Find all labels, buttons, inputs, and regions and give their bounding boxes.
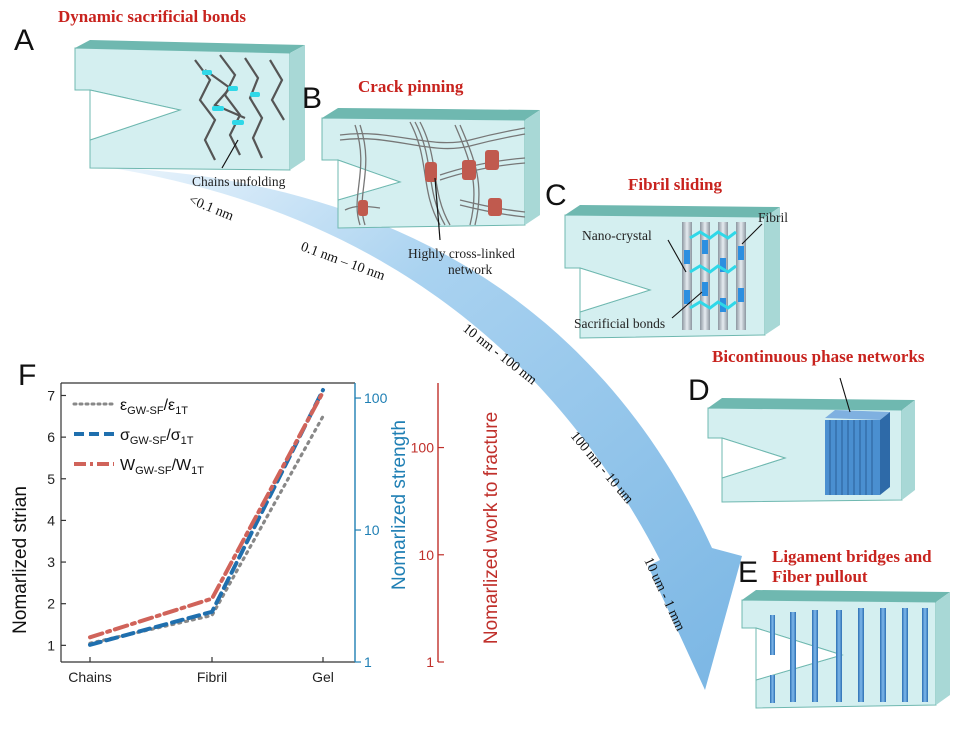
legend-strength: σGW-SF/σ1T xyxy=(120,427,194,447)
mid-axis-ticks: 1 10 100 xyxy=(355,390,388,670)
fibril-rods xyxy=(682,222,746,330)
panel-letter-d: D xyxy=(688,374,710,407)
note-nano-crystal: Nano-crystal xyxy=(582,228,652,243)
panel-d: D Bicontinuous phase networks xyxy=(688,347,925,503)
panel-f: F Nomarlized strian Nomarlized strength … xyxy=(10,359,502,685)
panel-a-title: Dynamic sacrificial bonds xyxy=(58,7,246,26)
left-tick-label: 4 xyxy=(47,512,55,528)
note-crosslinked-2: network xyxy=(448,262,492,277)
series-line-2 xyxy=(88,390,325,640)
panel-c: C Fibril sliding Nano-crystal Fibril Sac… xyxy=(545,175,788,339)
panel-letter-e: E xyxy=(738,556,758,589)
mid-tick-label: 100 xyxy=(364,390,388,406)
sacrificial-bonds xyxy=(202,70,260,125)
axis-title-work: Nomarlized work to fracture xyxy=(481,412,502,644)
polymer-chains xyxy=(194,54,285,161)
left-axis-ticks: 1 2 3 4 5 6 7 xyxy=(47,387,66,653)
panel-a: A Dynamic sacrificial bonds Chains unfol… xyxy=(14,7,305,189)
right-tick-label: 100 xyxy=(411,440,435,456)
left-tick-label: 5 xyxy=(47,471,55,487)
right-tick-label: 1 xyxy=(426,654,434,670)
note-sacrificial-bonds: Sacrificial bonds xyxy=(574,316,665,331)
scale-label-1: <0.1 nm xyxy=(187,193,236,224)
left-tick-label: 3 xyxy=(47,554,55,570)
note-crosslinked-1: Highly cross-linked xyxy=(408,246,515,261)
axis-title-strain: Nomarlized strian xyxy=(10,486,31,634)
panel-e-title-line2: Fiber pullout xyxy=(772,567,868,586)
chart-legend: εGW-SF/ε1T σGW-SF/σ1T WGW-SF/W1T xyxy=(72,397,204,477)
panel-e-title-line1: Ligament bridges and xyxy=(772,547,932,566)
crosslink-knots xyxy=(358,150,502,216)
x-axis-ticks: Chains Fibril Gel xyxy=(68,657,334,685)
panel-e: E Ligament bridges and Fiber pullout xyxy=(738,547,950,709)
panel-b: B Crack pinning xyxy=(302,77,540,277)
panel-letter-f: F xyxy=(18,359,36,392)
axis-title-strength: Nomarlized strength xyxy=(389,420,410,590)
left-tick-label: 2 xyxy=(47,596,55,612)
note-fibril: Fibril xyxy=(758,210,788,225)
left-tick-label: 1 xyxy=(47,637,55,653)
ligament-fibers xyxy=(770,608,928,703)
x-tick-label: Chains xyxy=(68,669,112,685)
x-tick-label: Gel xyxy=(312,669,334,685)
x-tick-label: Fibril xyxy=(197,669,227,685)
sacrificial-bond-links xyxy=(689,230,737,310)
left-tick-label: 7 xyxy=(47,387,55,403)
right-tick-label: 10 xyxy=(418,547,434,563)
bicontinuous-block xyxy=(825,410,890,495)
panel-letter-b: B xyxy=(302,82,322,115)
mid-tick-label: 1 xyxy=(364,654,372,670)
panel-letter-c: C xyxy=(545,179,567,212)
left-tick-label: 6 xyxy=(47,429,55,445)
legend-strain: εGW-SF/ε1T xyxy=(120,397,188,417)
mid-tick-label: 10 xyxy=(364,522,380,538)
panel-c-title: Fibril sliding xyxy=(628,175,722,194)
panel-b-title: Crack pinning xyxy=(358,77,464,96)
chart-series xyxy=(88,388,325,647)
note-chains-unfolding: Chains unfolding xyxy=(192,174,286,189)
panel-letter-a: A xyxy=(14,24,34,57)
right-axis-ticks: 1 10 100 xyxy=(411,440,444,670)
legend-work: WGW-SF/W1T xyxy=(120,457,204,477)
panel-d-title: Bicontinuous phase networks xyxy=(712,347,925,366)
series-line-0 xyxy=(88,414,325,645)
